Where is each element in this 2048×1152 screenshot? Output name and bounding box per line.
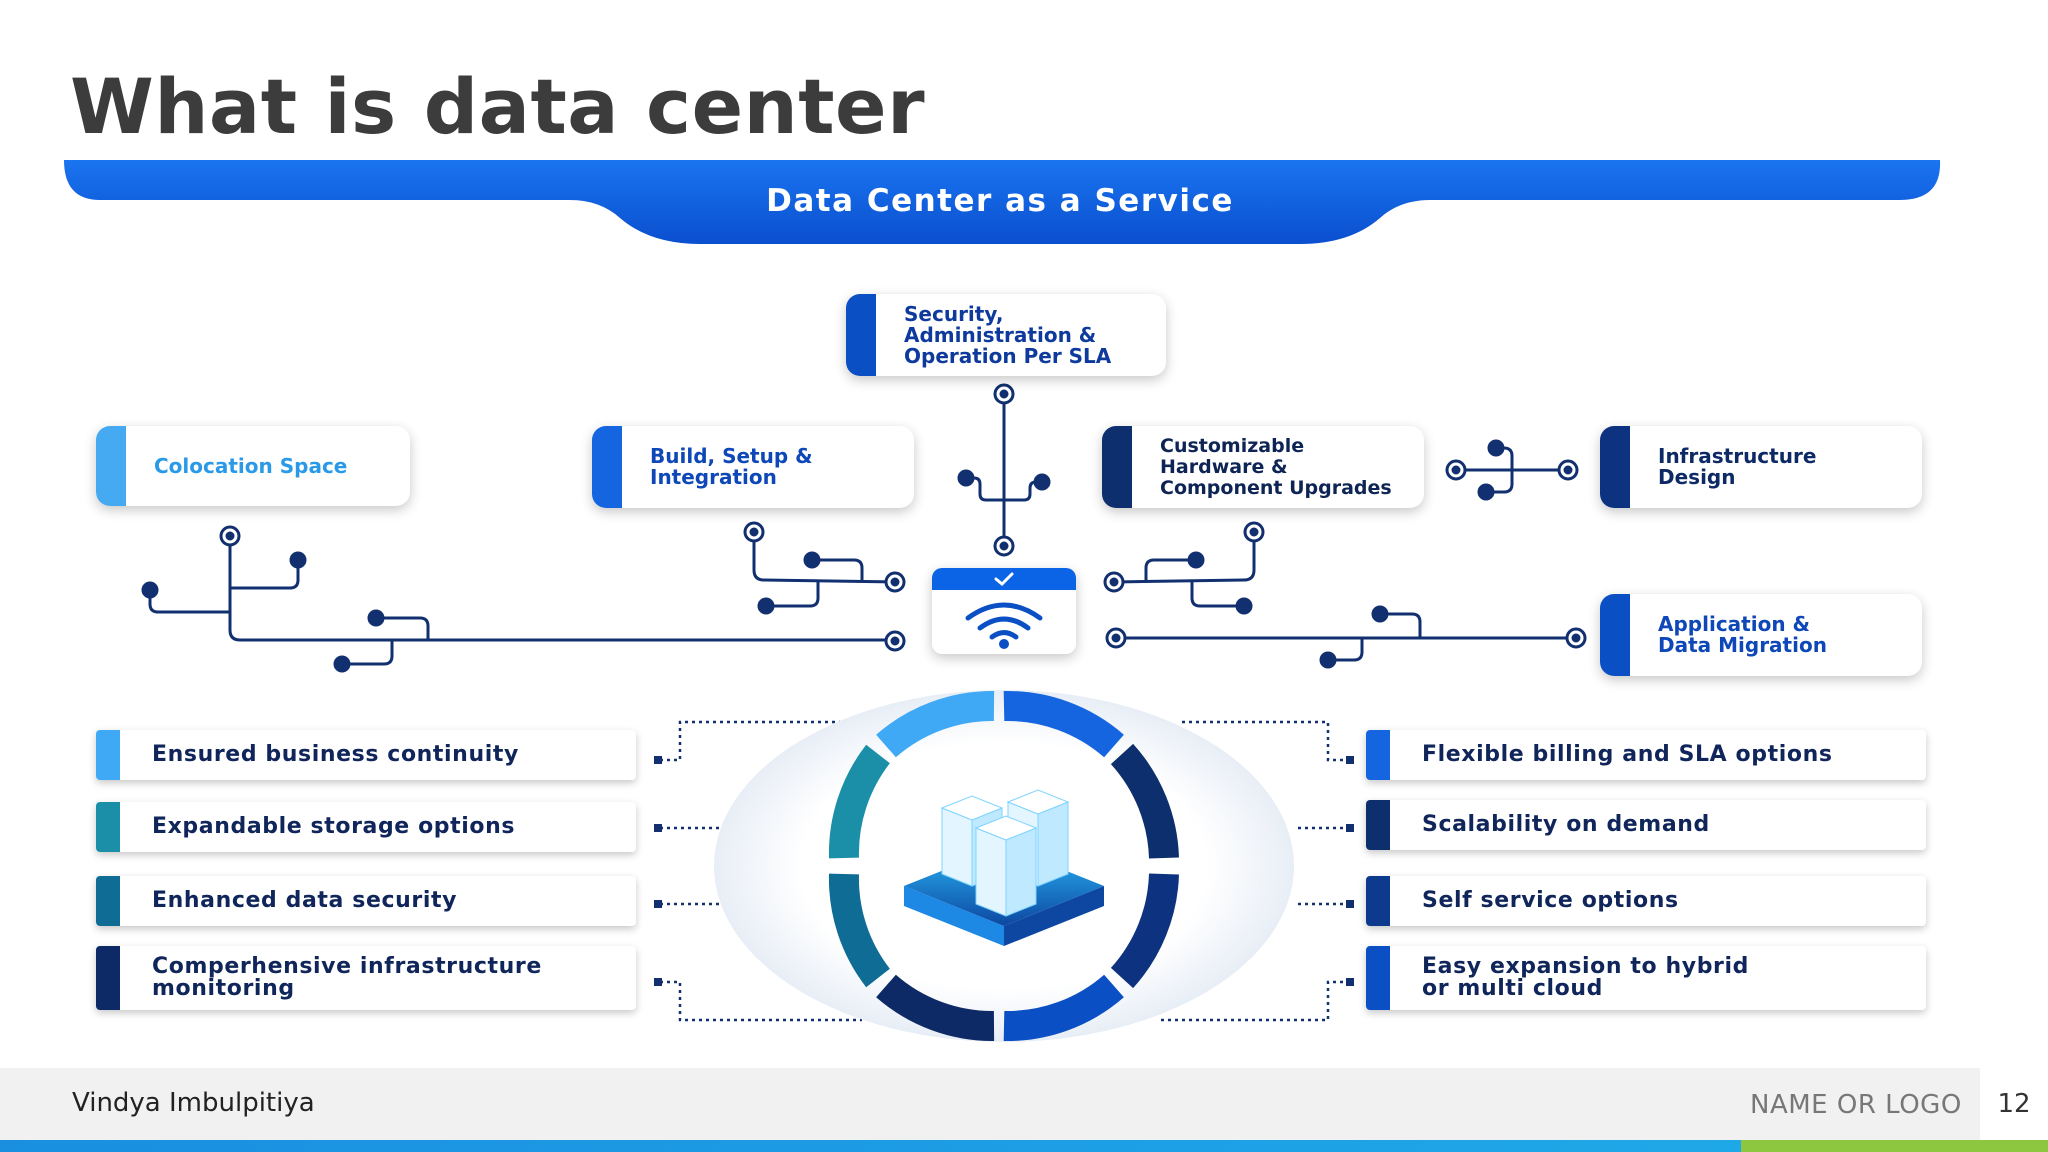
feature-label: Scalability on demand <box>1422 812 1710 837</box>
page-number: 12 <box>1980 1068 2048 1140</box>
accent-bar <box>96 426 126 506</box>
footer-bar <box>0 1068 2048 1140</box>
accent-bar <box>1366 730 1390 780</box>
feature-label: Ensured business continuity <box>152 742 519 767</box>
feature-hybrid-expansion: Easy expansion to hybrid or multi cloud <box>1366 946 1926 1010</box>
feature-label: Enhanced data security <box>152 888 458 913</box>
accent-bar <box>1366 946 1390 1010</box>
banner-title: Data Center as a Service <box>766 183 1234 219</box>
feature-business-continuity: Ensured business continuity <box>96 730 636 780</box>
accent-bar <box>1366 876 1390 926</box>
wifi-icon <box>965 602 1043 649</box>
wifi-header <box>932 568 1076 590</box>
accent-bar <box>96 730 120 780</box>
accent-bar <box>1366 800 1390 850</box>
check-icon <box>994 572 1014 587</box>
service-box-customizable: Customizable Hardware & Component Upgrad… <box>1102 426 1424 508</box>
service-box-build: Build, Setup & Integration <box>592 426 914 508</box>
service-label-build: Build, Setup & Integration <box>650 444 813 489</box>
footer-stripe <box>0 1140 2048 1152</box>
feature-data-security: Enhanced data security <box>96 876 636 926</box>
accent-bar <box>96 802 120 852</box>
service-box-security: Security, Administration & Operation Per… <box>846 294 1166 376</box>
accent-bar <box>592 426 622 508</box>
feature-infrastructure-monitoring: Comperhensive infrastructure monitoring <box>96 946 636 1010</box>
server-stack-icon <box>904 789 1104 946</box>
accent-bar <box>96 876 120 926</box>
accent-bar <box>1600 594 1630 676</box>
service-label-colocation: Colocation Space <box>154 453 348 478</box>
accent-bar <box>96 946 120 1010</box>
page-title: What is data center <box>70 62 926 151</box>
service-label-security: Security, Administration & Operation Per… <box>904 301 1112 368</box>
accent-bar <box>1102 426 1132 508</box>
wifi-hub <box>932 568 1076 654</box>
feature-label: Comperhensive infrastructure monitoring <box>152 954 542 1001</box>
accent-bar <box>1600 426 1630 508</box>
service-label-infrastructure: Infrastructure Design <box>1658 444 1817 489</box>
accent-bar <box>846 294 876 376</box>
service-label-migration: Application & Data Migration <box>1658 612 1827 657</box>
feature-label: Easy expansion to hybrid or multi cloud <box>1422 954 1749 1001</box>
feature-label: Flexible billing and SLA options <box>1422 742 1833 767</box>
service-box-migration: Application & Data Migration <box>1600 594 1922 676</box>
feature-self-service: Self service options <box>1366 876 1926 926</box>
service-box-colocation: Colocation Space <box>96 426 410 506</box>
feature-expandable-storage: Expandable storage options <box>96 802 636 852</box>
service-box-infrastructure: Infrastructure Design <box>1600 426 1922 508</box>
feature-flexible-billing: Flexible billing and SLA options <box>1366 730 1926 780</box>
service-banner <box>64 160 1941 244</box>
feature-label: Expandable storage options <box>152 814 516 839</box>
server-ring <box>714 690 1294 1042</box>
service-label-customizable: Customizable Hardware & Component Upgrad… <box>1160 434 1392 499</box>
feature-scalability: Scalability on demand <box>1366 800 1926 850</box>
author-name: Vindya Imbulpitiya <box>72 1088 315 1118</box>
logo-placeholder: NAME OR LOGO <box>1750 1090 1962 1120</box>
feature-label: Self service options <box>1422 888 1679 913</box>
